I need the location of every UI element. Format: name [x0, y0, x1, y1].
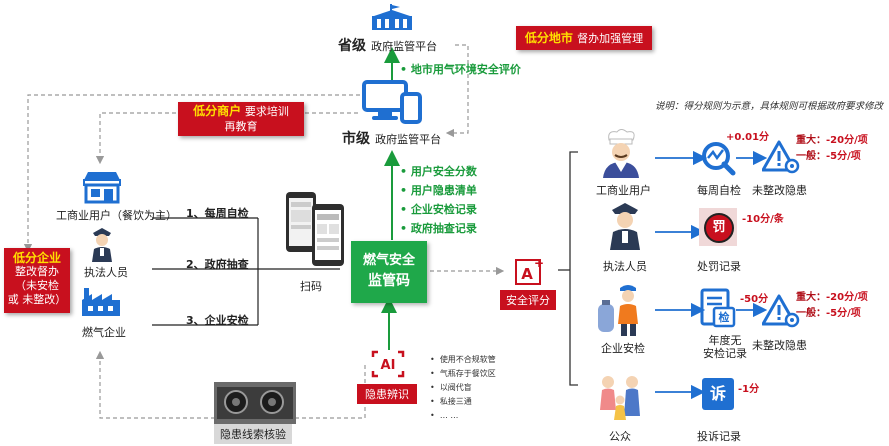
penalty-record-label: 处罚记录 — [697, 260, 741, 273]
penalty-stamp-icon: 罚 — [704, 213, 734, 243]
phone-screenshots — [284, 190, 346, 270]
callout-low-score-enterprise: 低分企业 整改督办 （未安检 或 未整改） — [4, 248, 70, 313]
city-monitor-icon — [362, 80, 422, 124]
self-check-chart-icon — [700, 140, 736, 176]
svg-text:AI: AI — [381, 358, 396, 373]
clue-verification-label: 隐患线索核验 — [214, 424, 292, 444]
svg-text:+: + — [534, 256, 544, 270]
public-family-icon — [596, 372, 646, 422]
safety-score-label: 安全评分 — [500, 290, 556, 310]
factory-icon — [80, 286, 122, 318]
officer-icon — [90, 226, 114, 262]
weekly-check-label: 每周自检 — [697, 184, 741, 197]
gas-safety-code-box: 燃气安全 监管码 — [351, 241, 427, 303]
complaint-icon: 诉 — [702, 378, 734, 410]
enterprise-hazard-penalty: 重大：-20分/项 一般：-5分/项 — [796, 292, 868, 319]
hazard-item: • 气瓶存于餐饮区 — [430, 369, 496, 378]
enterprise-record-score: -50分 — [740, 294, 769, 305]
complaint-score: -1分 — [738, 384, 760, 395]
flow-enterprise-inspection: 3、企业安检 — [186, 314, 249, 327]
inspection-glyph: 检 — [719, 310, 730, 324]
weekly-check-bonus: +0.01分 — [726, 132, 770, 143]
actor-user-label: 工商业用户（餐饮为主） — [56, 209, 177, 222]
flow-gov-spot-check: 2、政府抽查 — [186, 258, 249, 271]
flow-weekly-check: 1、每周自检 — [186, 207, 249, 220]
row-officer-label: 执法人员 — [603, 260, 647, 273]
user-hazard-penalty: 重大：-20分/项 一般：-5分/项 — [796, 135, 868, 162]
safety-score-icon: A + — [514, 256, 546, 286]
enterprise-unresolved-hazard-label: 未整改隐患 — [752, 339, 807, 352]
row-user-label: 工商业用户 — [596, 184, 651, 197]
hazard-item: • 私接三通 — [430, 397, 472, 406]
penalty-score: -10分/条 — [742, 214, 784, 225]
gas-worker-icon — [596, 280, 646, 336]
officer-row-icon — [608, 200, 642, 250]
row-public-label: 公众 — [609, 430, 631, 443]
scoring-note: 说明：得分规则为示意，具体规则可根据政府要求修改 — [655, 101, 884, 112]
hazard-item: • … … — [430, 411, 459, 420]
svg-text:A: A — [521, 265, 533, 283]
hazard-item: • 以阀代盲 — [430, 383, 472, 392]
code-output-item: • 用户安全分数 — [400, 165, 477, 178]
callout-low-score-merchant: 低分商户 要求培训 再教育 — [178, 102, 304, 136]
actor-officer-label: 执法人员 — [84, 266, 128, 279]
complaint-record-label: 投诉记录 — [697, 430, 741, 443]
enterprise-record-label: 年度无 安检记录 — [703, 334, 747, 360]
code-outputs-list: • 用户安全分数 • 用户隐患清单 • 企业安检记录 • 政府抽查记录 — [400, 162, 477, 238]
chef-icon — [597, 128, 645, 178]
user-unresolved-hazard-label: 未整改隐患 — [752, 184, 807, 197]
scan-label: 扫码 — [300, 280, 322, 293]
ai-hazard-label: 隐患辨识 — [357, 384, 417, 404]
code-output-item: • 政府抽查记录 — [400, 222, 477, 235]
penalty-photo: 罚 — [699, 208, 737, 246]
province-platform-label: 省级 政府监管平台 — [338, 38, 438, 54]
callout-low-score-city: 低分地市 督办加强管理 — [516, 26, 652, 50]
city-platform-label: 市级 政府监管平台 — [342, 131, 442, 147]
shop-icon — [82, 170, 122, 204]
enterprise-hazard-gear-icon — [762, 294, 800, 328]
stove-photo — [214, 382, 296, 424]
row-enterprise-label: 企业安检 — [601, 342, 645, 355]
ai-icon: AI — [371, 350, 405, 378]
hazard-gear-icon — [762, 140, 800, 174]
province-building-icon — [370, 4, 414, 32]
ai-hazard-list: • 使用不合规软管 • 气瓶存于餐饮区 • 以阀代盲 • 私接三通 • … … — [430, 353, 496, 423]
hazard-item: • 使用不合规软管 — [430, 355, 496, 364]
code-output-item: • 企业安检记录 — [400, 203, 477, 216]
code-output-item: • 用户隐患清单 — [400, 184, 477, 197]
actor-gas-company-label: 燃气企业 — [82, 326, 126, 339]
inspection-document-icon: 检 — [700, 288, 736, 328]
province-flow-label: • 地市用气环境安全评价 — [400, 63, 521, 76]
